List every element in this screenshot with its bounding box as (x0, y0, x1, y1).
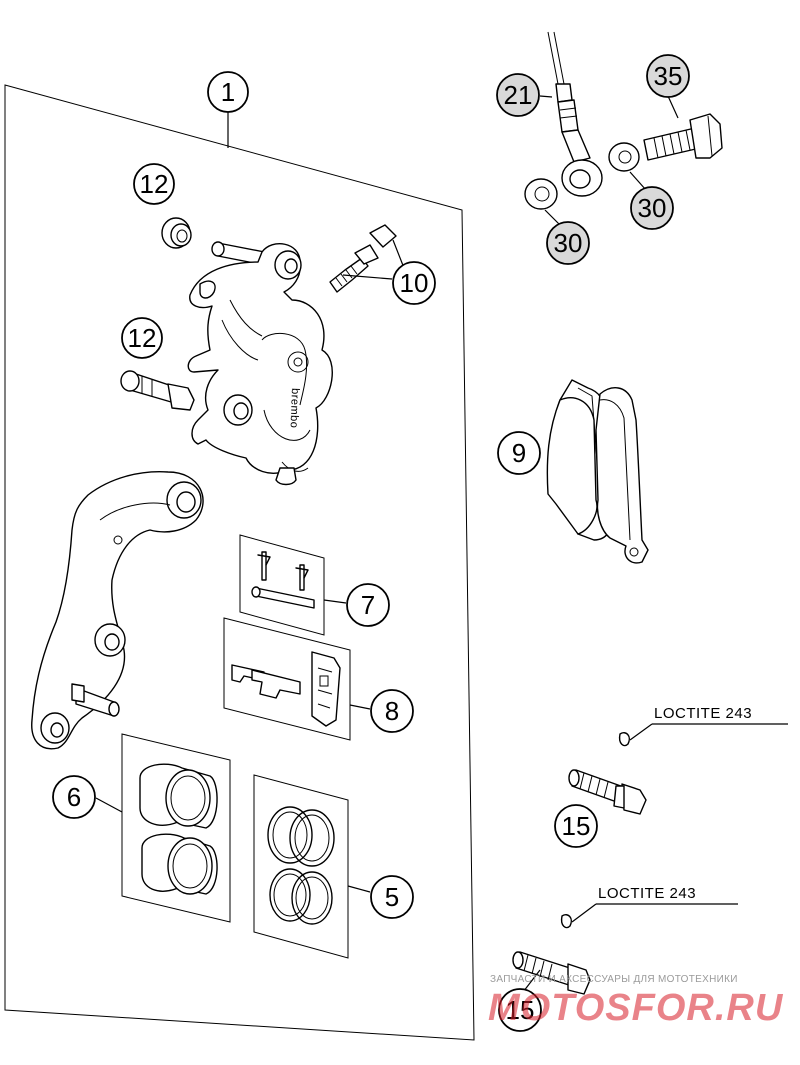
note-2-leader (571, 903, 597, 923)
callout-10-leader-b (392, 239, 405, 269)
callout-12-lower-label: 12 (128, 323, 157, 353)
callout-30-right-label: 30 (638, 193, 667, 223)
callout-30-right: 30 (630, 186, 674, 230)
callout-35: 35 (646, 54, 690, 98)
callout-6: 6 (52, 775, 96, 819)
callout-21: 21 (496, 73, 540, 117)
callout-7: 7 (346, 583, 390, 627)
callout-5-label: 5 (385, 882, 399, 912)
piston-kit-part (121, 733, 231, 923)
slide-bolt-part (120, 370, 195, 411)
bleeder-screw-part (329, 224, 397, 293)
callout-9: 9 (497, 431, 541, 475)
callout-15-upper-label: 15 (562, 811, 591, 841)
callout-1-label: 1 (221, 77, 235, 107)
callout-12-top: 12 (133, 163, 175, 205)
bleeder-cap-part (161, 217, 192, 249)
callout-7-label: 7 (361, 590, 375, 620)
callout-21-label: 21 (504, 80, 533, 110)
note-1-leader (629, 723, 653, 741)
callout-35-label: 35 (654, 61, 683, 91)
callout-30a-leader (544, 209, 561, 226)
callout-12-top-label: 12 (140, 169, 169, 199)
bolt-lower-part (512, 914, 591, 995)
callout-8-leader (349, 704, 371, 710)
callout-10-label: 10 (400, 268, 429, 298)
callout-8-label: 8 (385, 696, 399, 726)
callout-30-left-label: 30 (554, 228, 583, 258)
callout-5-leader (347, 885, 371, 893)
callout-15-upper: 15 (554, 804, 598, 848)
loctite-note-lower: LOCTITE 243 (598, 885, 696, 902)
seal-kit-part (253, 774, 349, 959)
washer-left-part (524, 178, 558, 210)
callout-15-lower-label: 15 (506, 995, 535, 1025)
bolt-upper-part (568, 732, 647, 815)
pad-spring-kit-part (223, 617, 351, 741)
brake-pads-part (546, 379, 649, 564)
callout-10: 10 (392, 261, 436, 305)
pin-kit-part (239, 534, 325, 636)
callout-6-label: 6 (67, 782, 81, 812)
washer-left-hole (534, 186, 550, 202)
caliper-bracket-part (31, 470, 204, 750)
brake-hose-part (547, 31, 603, 197)
callout-21-leader (539, 95, 553, 98)
callout-35-leader (667, 95, 679, 119)
callout-30-left: 30 (546, 221, 590, 265)
washer-right-hole (618, 150, 632, 164)
callout-7-leader (323, 599, 347, 604)
brake-caliper-body (187, 241, 333, 486)
caliper-logo-text: brembo (288, 388, 301, 429)
watermark-brand: MOTOSFOR.RU (488, 987, 784, 1029)
watermark-tagline: ЗАПЧАСТИ И АКСЕССУАРЫ ДЛЯ МОТОТЕХНИКИ (490, 974, 738, 985)
loctite-note-upper: LOCTITE 243 (654, 705, 752, 722)
washer-right-part (608, 142, 640, 172)
callout-15-lower: 15 (498, 988, 542, 1032)
callout-1: 1 (207, 71, 249, 113)
caliper-assembly-panel (4, 84, 475, 1041)
callout-9-label: 9 (512, 438, 526, 468)
banjo-bolt-part (643, 113, 723, 161)
callout-30b-leader (629, 171, 647, 191)
callout-10-leader (342, 274, 393, 280)
callout-8: 8 (370, 689, 414, 733)
callout-6-leader (95, 797, 123, 813)
callout-12-lower: 12 (121, 317, 163, 359)
callout-5: 5 (370, 875, 414, 919)
